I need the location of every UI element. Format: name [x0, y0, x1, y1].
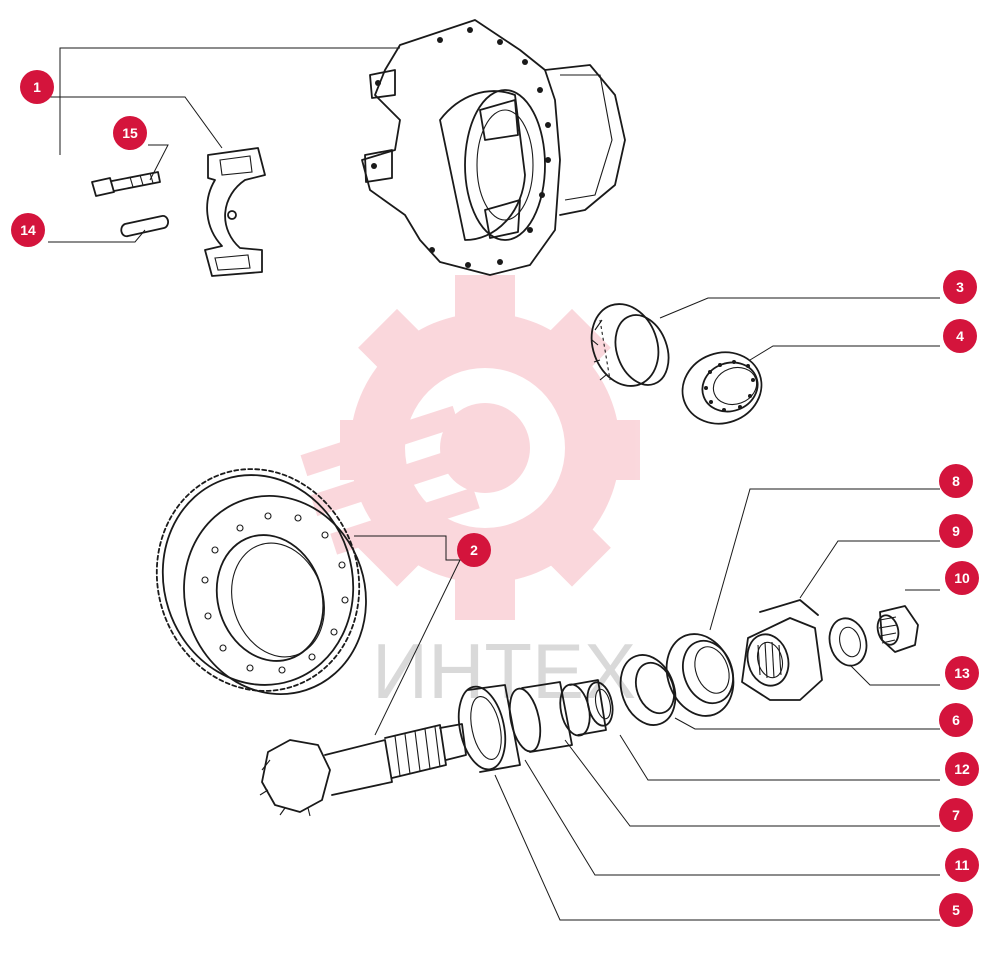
shim-12 [586, 681, 614, 727]
callout-4: 4 [943, 319, 977, 353]
ball-bearing [681, 351, 763, 425]
svg-text:7: 7 [952, 807, 960, 823]
crown-wheel [155, 468, 367, 695]
svg-text:12: 12 [954, 761, 970, 777]
callout-9: 9 [939, 514, 973, 548]
svg-text:ИНТЕХ: ИНТЕХ [372, 627, 636, 715]
pinion-shaft [259, 723, 467, 817]
svg-text:9: 9 [952, 523, 960, 539]
svg-text:11: 11 [955, 857, 970, 873]
taper-bearing-8 [665, 633, 735, 717]
callout-15: 15 [113, 116, 147, 150]
bolt [91, 171, 161, 197]
callout-10: 10 [945, 561, 979, 595]
svg-text:14: 14 [20, 222, 36, 238]
watermark-text: ИНТЕХ [372, 627, 636, 715]
svg-text:3: 3 [956, 279, 964, 295]
spacer-11 [508, 681, 573, 753]
nut-10 [876, 605, 919, 653]
callout-5: 5 [939, 893, 973, 927]
callout-14: 14 [11, 213, 45, 247]
pin [120, 215, 169, 238]
watermark-logo [300, 275, 640, 620]
callout-1: 1 [20, 70, 54, 104]
callout-3: 3 [943, 270, 977, 304]
callout-12: 12 [945, 752, 979, 786]
callout-6: 6 [939, 703, 973, 737]
svg-text:13: 13 [954, 665, 970, 681]
svg-text:4: 4 [956, 328, 964, 344]
callout-11: 11 [945, 848, 979, 882]
callout-2: 2 [457, 533, 491, 567]
callout-7: 7 [939, 798, 973, 832]
svg-text:1: 1 [33, 79, 41, 95]
svg-text:8: 8 [952, 473, 960, 489]
bearing-cap [204, 147, 266, 277]
differential-housing [361, 19, 626, 276]
splined-ring [590, 303, 670, 387]
washer-13 [828, 617, 868, 667]
flange-9 [741, 599, 823, 701]
svg-text:5: 5 [952, 902, 960, 918]
callout-13: 13 [945, 656, 979, 690]
svg-text:15: 15 [122, 125, 138, 141]
svg-text:10: 10 [954, 570, 970, 586]
bearing-race-6 [619, 654, 677, 726]
svg-text:2: 2 [470, 542, 478, 558]
svg-text:6: 6 [952, 712, 960, 728]
leader-lines [48, 47, 940, 921]
callout-8: 8 [939, 464, 973, 498]
